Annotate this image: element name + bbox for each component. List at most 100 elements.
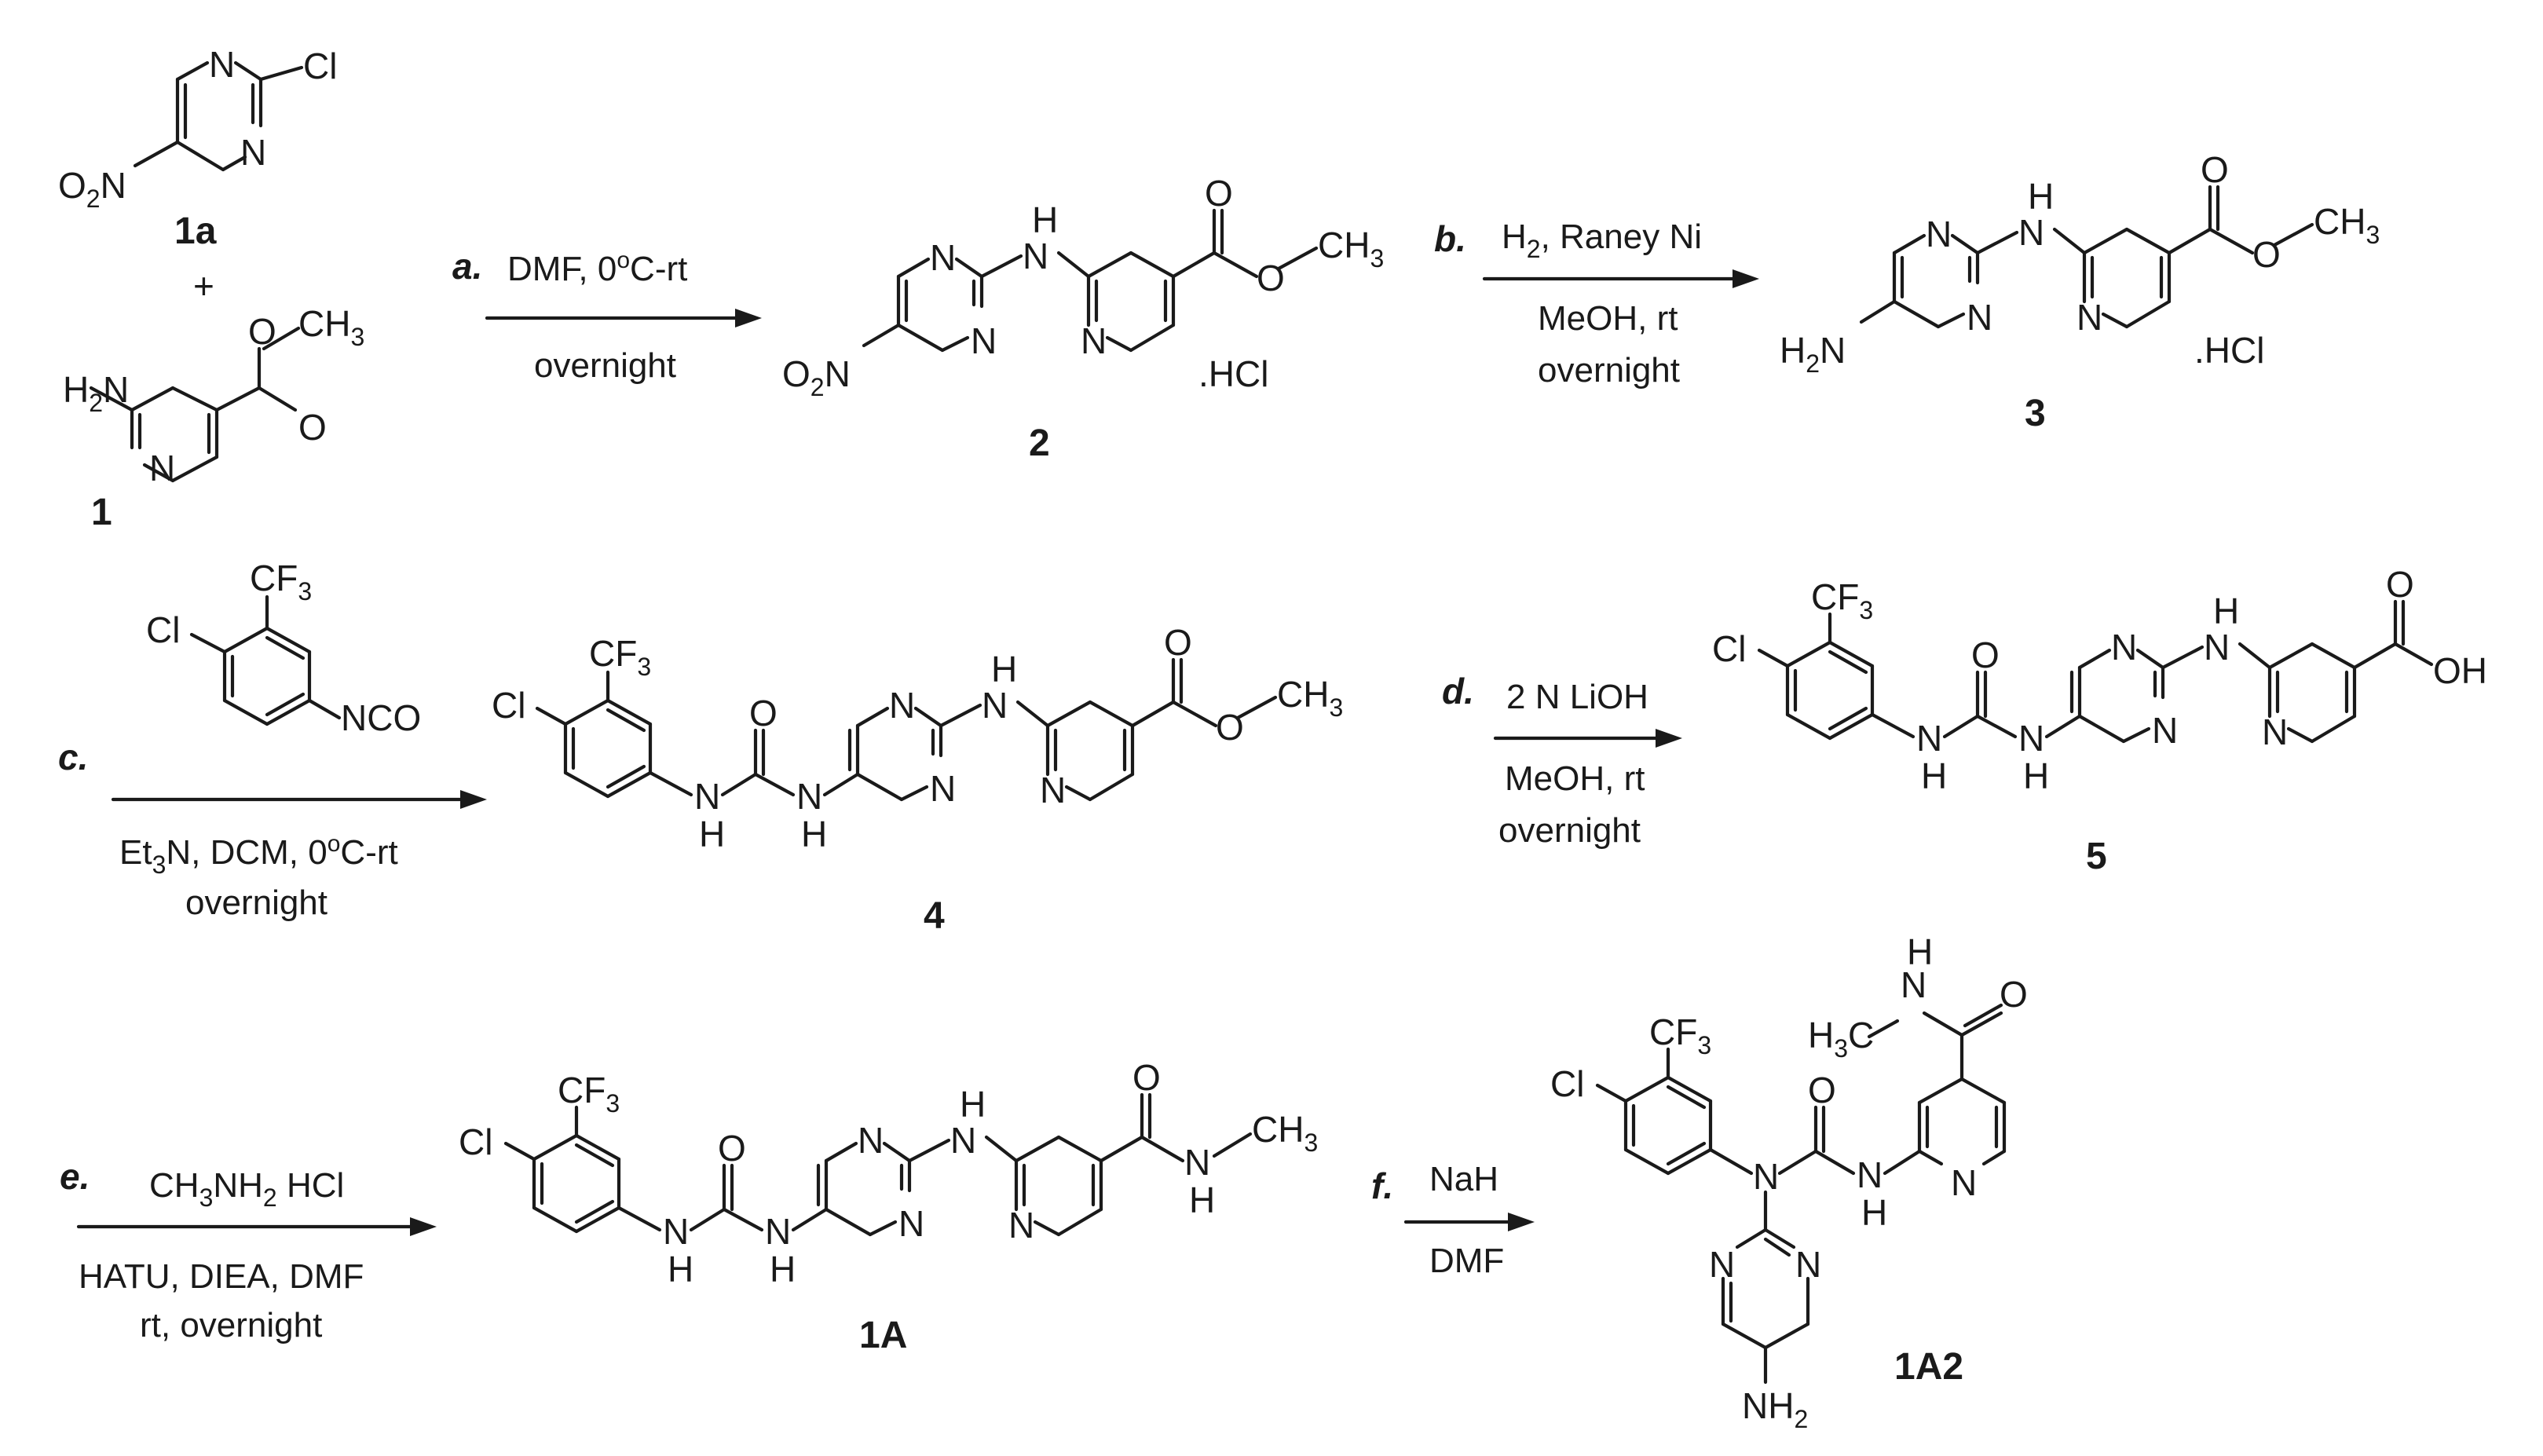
atom-o: O [749,693,778,733]
compound-label-5: 5 [2086,836,2107,877]
step-e-condition-below-2: rt, overnight [140,1306,322,1344]
atom-n: N [1926,214,1952,254]
compound-label-2: 2 [1029,423,1050,464]
atom-n: N [1901,964,1926,1005]
hcl-salt-label: .HCl [2194,330,2264,371]
compound-label-1: 1 [91,492,112,533]
atom-h: H [960,1084,986,1125]
step-a-arrow [485,309,762,327]
atom-cl: Cl [492,685,525,726]
compound-label-1A2: 1A2 [1894,1346,1963,1388]
atom-n: N [149,448,175,488]
atom-cl: Cl [146,609,180,650]
atom-o: O [1205,173,1233,214]
atom-cl: Cl [459,1121,492,1162]
atom-n: N [694,776,720,817]
step-c-reagent-structure: CF3 Cl NCO [146,558,421,738]
atom-n: N [1951,1162,1977,1203]
atom-o: O [2252,234,2281,275]
nitro-group-label: O2N [58,165,126,213]
atom-cl: Cl [1712,628,1746,669]
methyl-group-label: CH3 [1252,1109,1318,1157]
step-c-condition-below-2: overnight [185,883,327,922]
step-b-condition-above: H2, Raney Ni [1502,218,1702,263]
trifluoromethyl-group-label: CF3 [1649,1012,1711,1059]
step-d-condition-above: 2 N LiOH [1506,678,1648,716]
atom-cl: Cl [303,46,337,86]
atom-o: O [1808,1070,1836,1110]
compound-3-structure: N N N H N O O CH3 H2N .HCl [1780,149,2380,378]
atom-n: N [971,320,997,361]
compound-1-structure: H2N N O CH3 O [63,303,364,488]
atom-h: H [1907,931,1933,972]
compound-label-1A: 1A [859,1315,907,1356]
atom-o: O [718,1128,746,1169]
atom-cl: Cl [1550,1063,1584,1104]
atom-n: N [765,1211,791,1252]
atom-n: N [2018,718,2044,759]
compound-1A2-structure: CF3 Cl N O N H N N N NH2 O N H H3C [1550,931,2028,1433]
atom-n: N [1857,1154,1883,1195]
atom-o: O [2386,564,2414,605]
atom-n: N [898,1203,924,1244]
step-f-condition-below: DMF [1429,1242,1504,1280]
methyl-group-label: CH3 [298,303,364,351]
atom-h: H [1032,199,1058,240]
amino-group-label: NH2 [1742,1385,1808,1433]
atom-o: O [1216,707,1244,748]
atom-n: N [1081,320,1107,361]
atom-nh: N [1023,236,1048,276]
atom-o: O [2000,974,2028,1015]
atom-n: N [1795,1244,1821,1285]
isocyanate-group-label: NCO [341,697,421,738]
atom-n: N [930,768,956,809]
amino-group-label: H2N [63,369,129,417]
atom-h: H [2023,755,2049,796]
trifluoromethyl-group-label: CF3 [1811,576,1873,624]
atom-nh: N [2018,212,2044,253]
atom-nh: N [982,685,1008,726]
atom-h: H [1189,1180,1215,1220]
atom-h: H [770,1249,796,1290]
step-b-arrow [1482,269,1759,288]
atom-n: N [1040,770,1066,810]
atom-h: H [1861,1192,1887,1233]
step-c-arrow [111,790,487,809]
step-label-a: a. [452,246,482,287]
atom-n: N [2111,627,2137,668]
atom-o: O [298,407,327,448]
step-d-condition-below-2: overnight [1498,811,1641,850]
atom-o: O [1164,622,1192,663]
atom-n: N [858,1120,884,1161]
step-d-condition-below-1: MeOH, rt [1505,759,1645,798]
step-f-arrow [1403,1213,1535,1231]
step-c-condition-below-1: Et3N, DCM, 0oC-rt [119,831,398,879]
methyl-group-label: H3C [1808,1015,1874,1063]
step-b-condition-below-2: overnight [1538,351,1680,390]
atom-n: N [1916,718,1942,759]
atom-h: H [668,1249,693,1290]
step-e-arrow [76,1217,437,1236]
step-label-f: f. [1371,1165,1393,1206]
atom-n: N [2152,710,2178,751]
hcl-salt-label: .HCl [1198,353,1268,394]
step-label-d: d. [1442,671,1474,712]
compound-2-structure: N N N H N O O CH3 O2N .HCl [782,173,1384,401]
nitro-group-label: O2N [782,353,851,401]
trifluoromethyl-group-label: CF3 [589,633,651,681]
atom-o: O [1132,1057,1161,1098]
atom-h: H [991,649,1017,690]
atom-h: H [801,814,827,854]
atom-n: N [889,685,915,726]
step-d-arrow [1493,729,1682,748]
compound-1a-structure: N Cl N O2N [58,44,337,213]
trifluoromethyl-group-label: CF3 [250,558,312,605]
trifluoromethyl-group-label: CF3 [558,1070,620,1118]
plus-sign: + [193,265,214,306]
atom-o: O [2201,149,2229,190]
atom-n: N [240,132,266,173]
atom-o: O [1257,258,1285,298]
step-label-e: e. [60,1156,90,1197]
step-label-b: b. [1434,218,1466,259]
compound-4-structure: CF3 Cl N H O N H N N N H N O O CH3 [492,622,1343,854]
